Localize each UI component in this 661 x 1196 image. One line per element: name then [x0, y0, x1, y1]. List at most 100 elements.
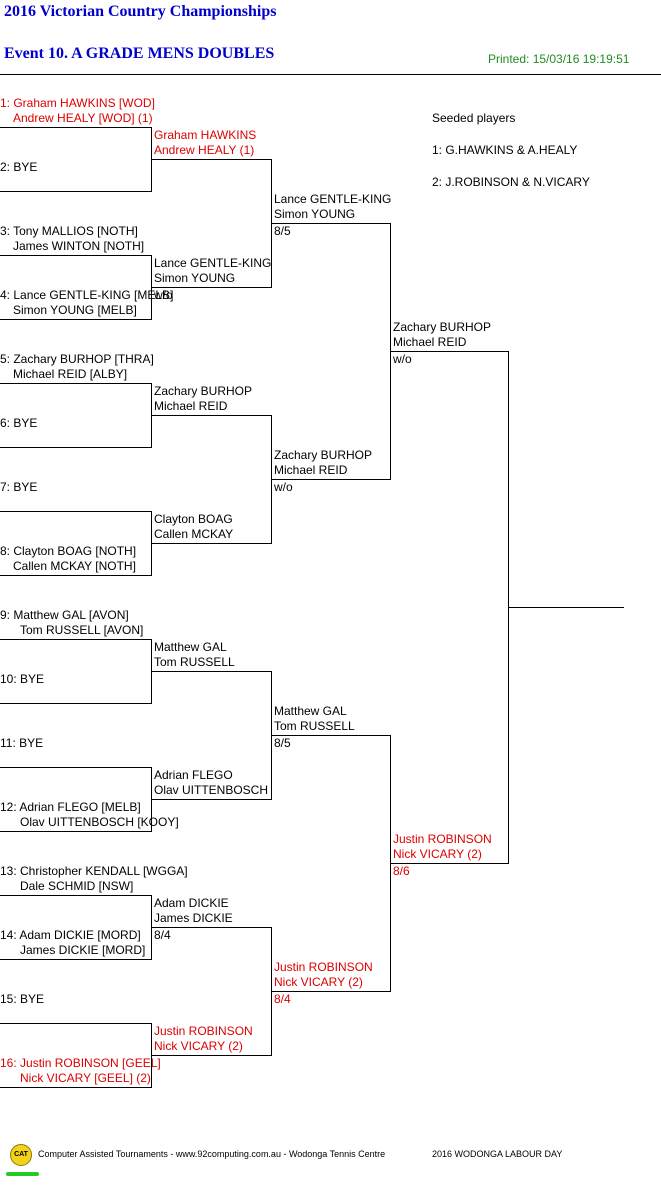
winner-partner: Michael REID	[154, 399, 228, 413]
match-score: 8/5	[274, 224, 291, 238]
bracket-line	[0, 639, 152, 640]
cat-logo: CAT	[10, 1144, 32, 1166]
partner-name: Michael REID [ALBY]	[13, 367, 128, 381]
bracket-line	[151, 415, 272, 416]
partner-name: Callen MCKAY [NOTH]	[13, 559, 136, 573]
winner-name: Clayton BOAG	[154, 512, 233, 526]
winner-name: Zachary BURHOP	[393, 320, 492, 334]
entrant-name: 10: BYE	[0, 672, 45, 686]
winner-partner: James DICKIE	[154, 911, 233, 925]
bracket-line	[271, 223, 391, 224]
event-title: Event 10. A GRADE MENS DOUBLES	[4, 45, 275, 62]
winner-partner: Callen MCKAY	[154, 527, 234, 541]
winner-name: Lance GENTLE-KING	[154, 256, 272, 270]
seeds-heading: Seeded players	[432, 111, 516, 125]
bracket-line	[151, 1055, 272, 1056]
entrant-name: 11: BYE	[0, 736, 44, 750]
entrant-name: 2: BYE	[0, 160, 38, 174]
footer-credit: Computer Assisted Tournaments - www.92co…	[38, 1149, 386, 1159]
winner-name: Graham HAWKINS	[154, 128, 257, 142]
bracket-line	[0, 511, 152, 512]
winner-name: Matthew GAL	[274, 704, 347, 718]
partner-name: Olav UITTENBOSCH [KOOY]	[20, 815, 179, 829]
winner-name: Justin ROBINSON	[393, 832, 492, 846]
bracket-line	[0, 767, 152, 768]
bracket-line	[0, 1023, 152, 1024]
bracket-line	[0, 1087, 152, 1088]
entrant-name: 14: Adam DICKIE [MORD]	[0, 928, 141, 942]
winner-partner: Nick VICARY (2)	[393, 847, 482, 861]
bracket-line	[390, 863, 509, 864]
bracket-line	[0, 895, 152, 896]
match-score: 8/4	[154, 928, 171, 942]
winner-partner: Michael REID	[274, 463, 348, 477]
partner-name: Tom RUSSELL [AVON]	[20, 623, 144, 637]
championship-title: 2016 Victorian Country Championships	[4, 3, 277, 20]
match-score: 8/5	[274, 736, 291, 750]
bracket-line	[0, 383, 152, 384]
winner-name: Adrian FLEGO	[154, 768, 233, 782]
header-divider	[0, 74, 661, 75]
winner-partner: Nick VICARY (2)	[274, 975, 363, 989]
seed-entry: 1: G.HAWKINS & A.HEALY	[432, 143, 578, 157]
winner-partner: Olav UITTENBOSCH	[154, 783, 269, 797]
winner-partner: Michael REID	[393, 335, 467, 349]
bracket-line	[271, 991, 391, 992]
bracket-line	[390, 351, 509, 352]
printed-timestamp: Printed: 15/03/16 19:19:51	[488, 52, 630, 66]
match-score: 8/6	[393, 864, 410, 878]
winner-name: Justin ROBINSON	[154, 1024, 253, 1038]
bracket-line	[0, 255, 152, 256]
bracket-line	[0, 575, 152, 576]
bracket-line	[151, 799, 272, 800]
entrant-name: 13: Christopher KENDALL [WGGA]	[0, 864, 188, 878]
bracket-line	[151, 287, 272, 288]
winner-partner: Nick VICARY (2)	[154, 1039, 243, 1053]
winner-name: Justin ROBINSON	[274, 960, 373, 974]
entrant-name: 9: Matthew GAL [AVON]	[0, 608, 129, 622]
bracket-line	[0, 319, 152, 320]
winner-name: Zachary BURHOP	[274, 448, 373, 462]
bracket-line	[0, 831, 152, 832]
winner-name: Adam DICKIE	[154, 896, 229, 910]
winner-partner: Andrew HEALY (1)	[154, 143, 255, 157]
entrant-name: 15: BYE	[0, 992, 45, 1006]
entrant-name: 4: Lance GENTLE-KING [MELB]	[0, 288, 174, 302]
bracket-line	[0, 703, 152, 704]
entrant-name: 16: Justin ROBINSON [GEEL]	[0, 1056, 161, 1070]
partner-name: Dale SCHMID [NSW]	[20, 879, 134, 893]
entrant-name: 1: Graham HAWKINS [WOD]	[0, 96, 155, 110]
partner-name: Simon YOUNG [MELB]	[13, 303, 137, 317]
seed-entry: 2: J.ROBINSON & N.VICARY	[432, 175, 590, 189]
bracket-line	[151, 671, 272, 672]
winner-name: Lance GENTLE-KING	[274, 192, 392, 206]
winner-partner: Simon YOUNG	[274, 207, 356, 221]
footer-tournament: 2016 WODONGA LABOUR DAY	[432, 1149, 563, 1159]
winner-name: Zachary BURHOP	[154, 384, 253, 398]
bracket-line	[151, 159, 272, 160]
entrant-name: 12: Adrian FLEGO [MELB]	[0, 800, 141, 814]
bracket-line	[0, 191, 152, 192]
bracket-line	[151, 543, 272, 544]
match-score: w/o	[274, 480, 293, 494]
winner-partner: Tom RUSSELL	[274, 719, 355, 733]
entrant-name: 8: Clayton BOAG [NOTH]	[0, 544, 137, 558]
logo-underline	[6, 1172, 39, 1176]
bracket-line	[0, 447, 152, 448]
entrant-name: 6: BYE	[0, 416, 38, 430]
bracket-line	[271, 479, 391, 480]
bracket-line	[0, 959, 152, 960]
partner-name: James DICKIE [MORD]	[20, 943, 146, 957]
entrant-name: 3: Tony MALLIOS [NOTH]	[0, 224, 138, 238]
entrant-name: 7: BYE	[0, 480, 38, 494]
partner-name: Nick VICARY [GEEL] (2)	[20, 1071, 151, 1085]
winner-partner: Tom RUSSELL	[154, 655, 235, 669]
bracket-line	[508, 607, 624, 608]
partner-name: Andrew HEALY [WOD] (1)	[13, 111, 153, 125]
winner-name: Matthew GAL	[154, 640, 227, 654]
match-score: 8/4	[274, 992, 291, 1006]
bracket-line	[151, 927, 272, 928]
winner-partner: Simon YOUNG	[154, 271, 236, 285]
match-score: w/o	[154, 288, 173, 302]
entrant-name: 5: Zachary BURHOP [THRA]	[0, 352, 154, 366]
